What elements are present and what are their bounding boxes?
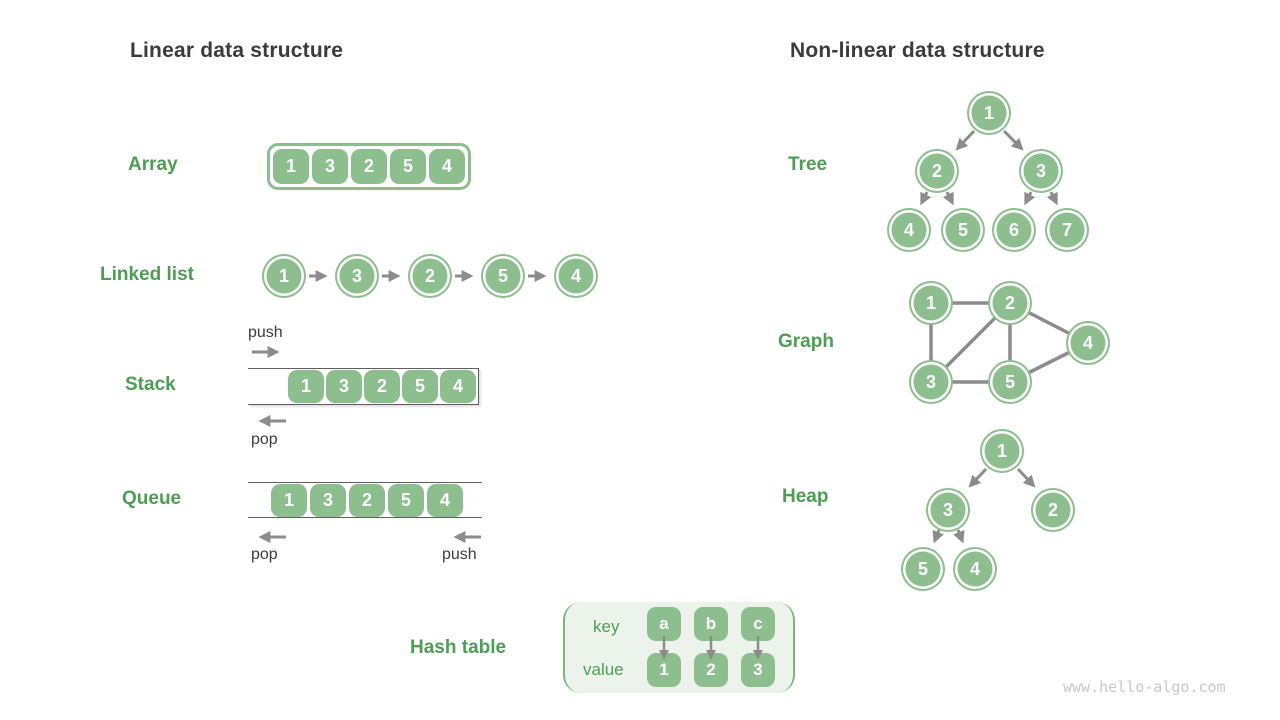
graph-node: 5 bbox=[990, 362, 1030, 402]
stack-label: Stack bbox=[125, 374, 176, 395]
tree-node: 6 bbox=[994, 210, 1034, 250]
graph-node: 1 bbox=[911, 283, 951, 323]
hash-key-cell: b bbox=[694, 607, 728, 641]
tree-node: 7 bbox=[1047, 210, 1087, 250]
heap-label: Heap bbox=[782, 486, 829, 507]
tree-label: Tree bbox=[788, 154, 828, 175]
tree-node: 2 bbox=[917, 151, 957, 191]
graph-node: 3 bbox=[911, 362, 951, 402]
queue-pop-text: pop bbox=[251, 546, 278, 563]
linked-list-node: 1 bbox=[264, 256, 304, 296]
hash-value-cell: 3 bbox=[741, 653, 775, 687]
graph-node: 2 bbox=[990, 283, 1030, 323]
stack: 1 3 2 5 4 bbox=[248, 368, 479, 405]
stack-pop-text: pop bbox=[251, 431, 278, 448]
hash-key-cell: a bbox=[647, 607, 681, 641]
queue-cell: 3 bbox=[310, 483, 346, 517]
heap-node: 3 bbox=[928, 490, 968, 530]
stack-push-text: push bbox=[248, 324, 283, 341]
stack-cell: 4 bbox=[440, 370, 476, 403]
stack-cell: 2 bbox=[364, 370, 400, 403]
array-cell: 2 bbox=[351, 149, 387, 184]
graph-node: 4 bbox=[1068, 323, 1108, 363]
array-cell: 3 bbox=[312, 149, 348, 184]
hash-key-header: key bbox=[593, 617, 620, 636]
array-cell: 1 bbox=[273, 149, 309, 184]
hash-table-label: Hash table bbox=[410, 637, 507, 658]
tree-node: 1 bbox=[969, 93, 1009, 133]
linked-list-node: 5 bbox=[483, 256, 523, 296]
queue: 1 3 2 5 4 bbox=[248, 482, 482, 518]
queue-cell: 1 bbox=[271, 483, 307, 517]
tree-node: 3 bbox=[1021, 151, 1061, 191]
queue-cell: 2 bbox=[349, 483, 385, 517]
heap-node: 5 bbox=[903, 549, 943, 589]
queue-cell: 5 bbox=[388, 483, 424, 517]
queue-label: Queue bbox=[122, 488, 182, 509]
heap-node: 1 bbox=[982, 431, 1022, 471]
array: 1 3 2 5 4 bbox=[267, 143, 471, 190]
tree-node: 5 bbox=[943, 210, 983, 250]
nonlinear-title: Non-linear data structure bbox=[790, 39, 1045, 62]
graph-label: Graph bbox=[778, 331, 834, 352]
array-label: Array bbox=[128, 154, 178, 175]
linked-list-node: 4 bbox=[556, 256, 596, 296]
heap-node: 2 bbox=[1033, 490, 1073, 530]
stack-cell: 1 bbox=[288, 370, 324, 403]
array-cell: 4 bbox=[429, 149, 465, 184]
hash-value-cell: 2 bbox=[694, 653, 728, 687]
queue-push-text: push bbox=[442, 546, 477, 563]
tree-node: 4 bbox=[889, 210, 929, 250]
stack-cell: 3 bbox=[326, 370, 362, 403]
watermark: www.hello-algo.com bbox=[1063, 678, 1226, 696]
linked-list-label: Linked list bbox=[100, 264, 194, 285]
linear-title: Linear data structure bbox=[130, 39, 344, 62]
linked-list-node: 2 bbox=[410, 256, 450, 296]
stack-cell: 5 bbox=[402, 370, 438, 403]
hash-key-cell: c bbox=[741, 607, 775, 641]
queue-cell: 4 bbox=[427, 483, 463, 517]
array-cell: 5 bbox=[390, 149, 426, 184]
hash-value-cell: 1 bbox=[647, 653, 681, 687]
heap-node: 4 bbox=[955, 549, 995, 589]
hash-value-header: value bbox=[583, 660, 624, 679]
linked-list-node: 3 bbox=[337, 256, 377, 296]
